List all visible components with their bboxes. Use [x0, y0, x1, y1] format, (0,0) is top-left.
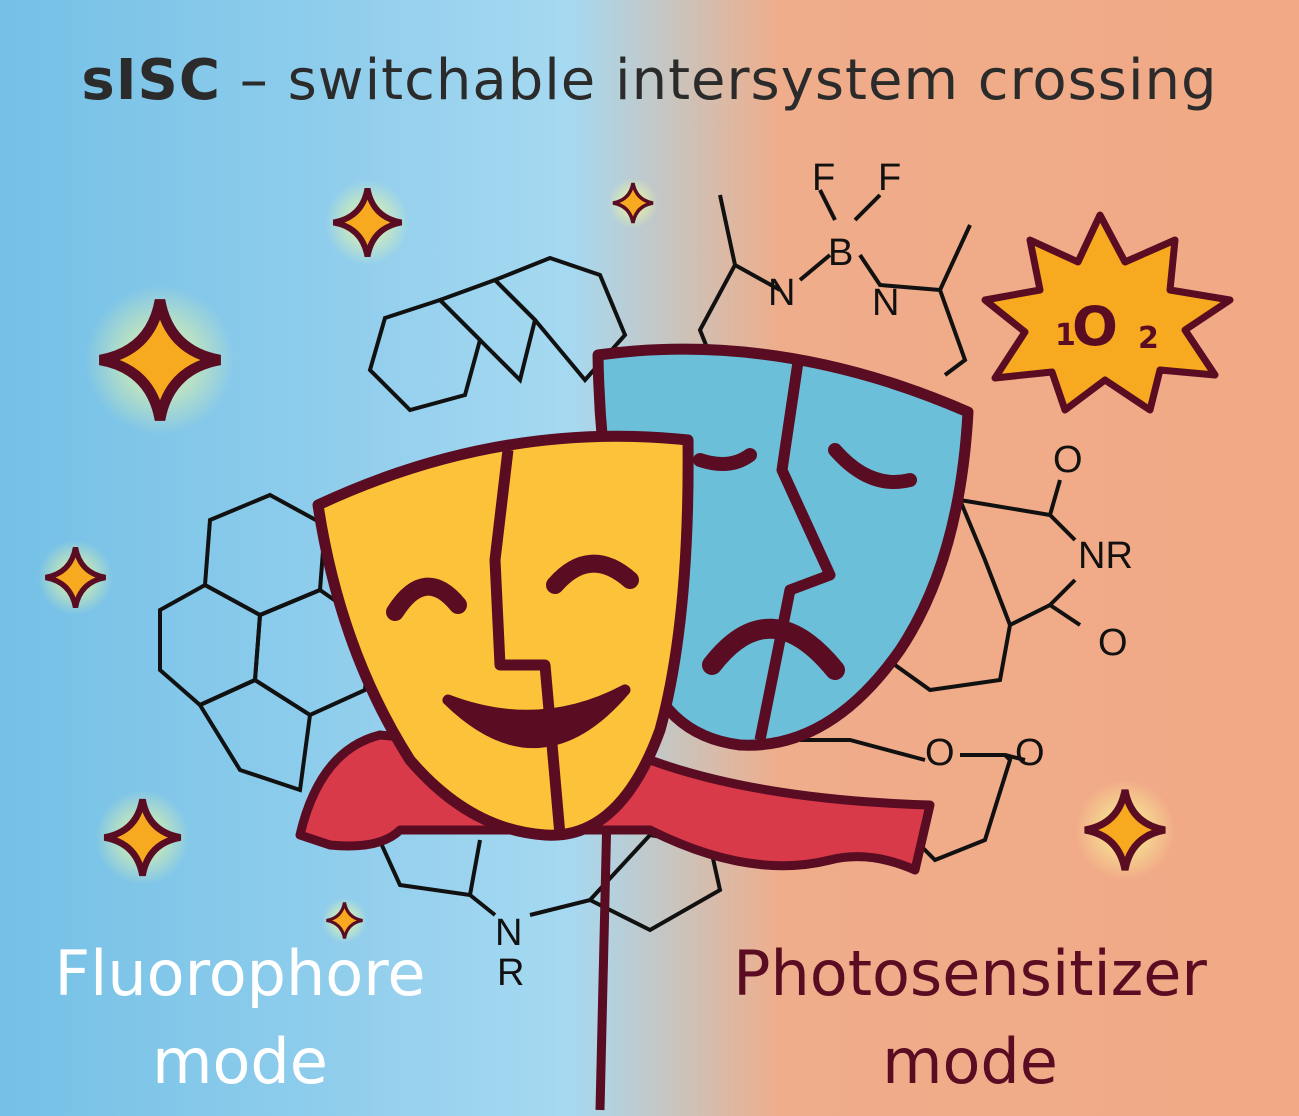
label-line: Fluorophore: [54, 937, 426, 1010]
atom-label: N: [872, 282, 899, 324]
sparkle-icon: [95, 790, 190, 885]
sparkle-icon: [38, 540, 113, 615]
sparkle-icon: [1075, 780, 1175, 880]
atom-label: NR: [1078, 535, 1133, 577]
title: sISC – switchable intersystem crossing: [0, 48, 1299, 113]
sparkle-icon: [325, 180, 410, 265]
happy-mask: [312, 430, 694, 841]
atom-label: N: [495, 912, 522, 954]
oxygen-subscript: 2: [1138, 321, 1159, 356]
atom-label: O: [1053, 439, 1083, 481]
title-text: – switchable intersystem crossing: [221, 48, 1218, 113]
atom-label: F: [812, 157, 835, 199]
atom-label: O: [925, 732, 955, 774]
label-line: mode: [152, 1025, 328, 1098]
atom-label: N: [768, 272, 795, 314]
title-abbrev: sISC: [81, 48, 221, 113]
photosensitizer-mode-label: Photosensitizer mode: [720, 930, 1220, 1106]
atom-label: O: [1098, 622, 1128, 664]
atom-label: F: [878, 157, 901, 199]
label-line: Photosensitizer: [733, 937, 1207, 1010]
sparkle-icon: [608, 178, 658, 228]
sparkle-icon: [85, 285, 235, 435]
fluorophore-mode-label: Fluorophore mode: [40, 930, 440, 1106]
singlet-oxygen-burst: 1 O 2: [981, 211, 1234, 414]
atom-label: R: [497, 952, 524, 994]
molecule-structures: [158, 189, 1082, 933]
oxygen-superscript: 1: [1055, 318, 1076, 353]
atom-label: B: [828, 232, 853, 274]
label-line: mode: [882, 1025, 1058, 1098]
atom-label: O: [1015, 732, 1045, 774]
oxygen-symbol: O: [1072, 295, 1118, 358]
